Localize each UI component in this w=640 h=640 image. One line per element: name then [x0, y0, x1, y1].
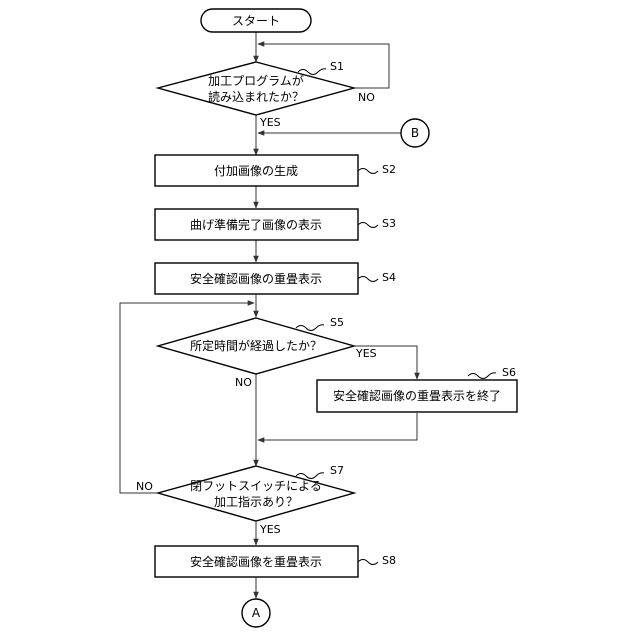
- decision-s1-shape: [158, 62, 354, 115]
- decision-s7-shape: [158, 466, 354, 521]
- step-id-s5: S5: [330, 316, 344, 329]
- branch-label-s1-yes: YES: [259, 116, 281, 129]
- branch-label-s1-no: NO: [358, 91, 375, 104]
- step-id-squiggle-s3: [358, 223, 378, 228]
- step-id-s2: S2: [382, 163, 396, 176]
- step-id-squiggle-s8: [358, 560, 378, 565]
- step-id-squiggle-s5: [296, 325, 324, 331]
- branch-label-s7-no: NO: [136, 480, 153, 493]
- process-s6-label: 安全確認画像の重畳表示を終了: [333, 388, 501, 403]
- step-id-s3: S3: [382, 217, 396, 230]
- flow-line-s6-merge: [258, 413, 417, 440]
- branch-label-s7-yes: YES: [259, 523, 281, 536]
- decision-s7-line-1: 閉フットスイッチによる: [190, 479, 322, 493]
- step-id-s4: S4: [382, 271, 396, 284]
- step-id-squiggle-s4: [358, 277, 378, 282]
- branch-label-s5-no: NO: [235, 376, 252, 389]
- step-id-s7: S7: [330, 464, 344, 477]
- decision-s1-line-2: 読み込まれたか？: [208, 89, 304, 104]
- process-s2-label: 付加画像の生成: [214, 164, 298, 178]
- start-label: スタート: [232, 14, 280, 28]
- process-s3-label: 曲げ準備完了画像の表示: [190, 217, 322, 232]
- step-id-squiggle-s2: [358, 169, 378, 174]
- decision-s7-line-2: 加工指示あり？: [214, 494, 298, 509]
- connector-b-label: B: [411, 126, 419, 140]
- decision-s1-line-1: 加工プログラムが: [208, 73, 304, 88]
- process-s8-label: 安全確認画像を重畳表示: [190, 554, 322, 569]
- step-id-s8: S8: [382, 554, 396, 567]
- step-id-s6: S6: [502, 366, 516, 379]
- branch-label-s5-yes: YES: [355, 347, 377, 360]
- decision-s5-label: 所定時間が経過したか？: [190, 338, 322, 353]
- connector-a-label: A: [252, 606, 261, 620]
- process-s4-label: 安全確認画像の重畳表示: [190, 271, 322, 286]
- step-id-squiggle-s6: [468, 373, 496, 379]
- step-id-s1: S1: [330, 60, 344, 73]
